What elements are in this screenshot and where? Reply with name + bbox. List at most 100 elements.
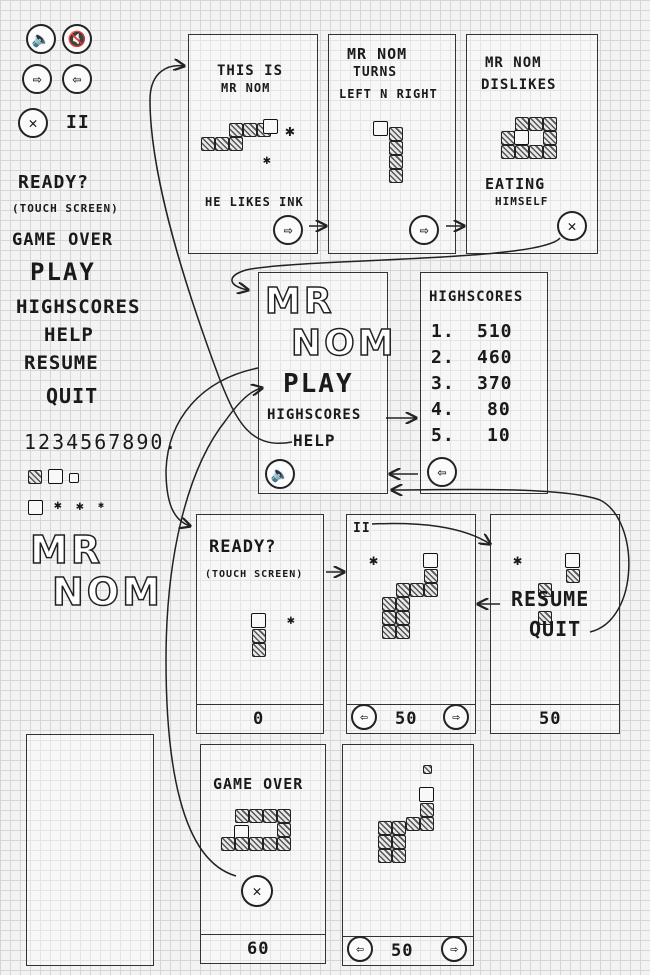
next-button[interactable]: ⇨ bbox=[273, 215, 303, 245]
snake-head bbox=[565, 553, 580, 568]
sound-off-icon: 🔇 bbox=[62, 24, 92, 54]
snake-tile bbox=[420, 817, 434, 831]
help1-line1: THIS IS bbox=[217, 63, 283, 79]
snake-tile bbox=[378, 849, 392, 863]
snake-tile bbox=[501, 131, 515, 145]
asset-text-resume: RESUME bbox=[24, 352, 99, 374]
snake-tile bbox=[392, 835, 406, 849]
snake-tile bbox=[249, 809, 263, 823]
snake-head bbox=[263, 119, 278, 134]
highscore-value: 460 bbox=[477, 347, 513, 368]
snake-tile bbox=[221, 837, 235, 851]
ready-title: READY? bbox=[209, 537, 276, 557]
highscores-title: HIGHSCORES bbox=[429, 289, 523, 305]
snake-tile bbox=[389, 169, 403, 183]
snake-tile bbox=[515, 117, 529, 131]
score-value: 60 bbox=[247, 939, 269, 959]
snake-tile bbox=[389, 127, 403, 141]
snake-tile bbox=[529, 117, 543, 131]
asset-digits: 1234567890. bbox=[24, 430, 178, 454]
help2-line1: MR NOM bbox=[347, 45, 407, 63]
snake-tile bbox=[263, 809, 277, 823]
help-screen-2: MR NOM TURNS LEFT N RIGHT ⇨ bbox=[328, 34, 456, 254]
help2-line3: LEFT N RIGHT bbox=[339, 87, 438, 101]
menu-highscores-button[interactable]: HIGHSCORES bbox=[267, 407, 361, 423]
ink-stain-icon: ✱ bbox=[263, 153, 271, 168]
menu-help-button[interactable]: HELP bbox=[293, 431, 336, 450]
snake-tile bbox=[566, 569, 580, 583]
snake-tile bbox=[406, 817, 420, 831]
snake-tile bbox=[396, 583, 410, 597]
highscores-screen: HIGHSCORES 1. 510 2. 460 3. 370 4. 80 5.… bbox=[420, 272, 548, 494]
asset-text-game-over: GAME OVER bbox=[12, 230, 113, 250]
ink-drop bbox=[423, 765, 432, 774]
asset-snake-head-up bbox=[28, 500, 43, 515]
snake-head bbox=[373, 121, 388, 136]
help1-line2: MR NOM bbox=[221, 81, 270, 95]
highscore-value: 370 bbox=[477, 373, 513, 394]
snake-tile bbox=[243, 123, 257, 137]
snake-head bbox=[514, 130, 529, 145]
turn-left-button[interactable]: ⇦ bbox=[351, 704, 377, 730]
turn-left-button[interactable]: ⇦ bbox=[347, 936, 373, 962]
pause-button[interactable]: II bbox=[353, 521, 371, 536]
highscore-value: 510 bbox=[477, 321, 513, 342]
score-value: 50 bbox=[391, 941, 413, 961]
snake-tile bbox=[392, 821, 406, 835]
asset-text-highscores: HIGHSCORES bbox=[16, 296, 140, 318]
score-value: 50 bbox=[539, 709, 561, 729]
next-button[interactable]: ⇨ bbox=[409, 215, 439, 245]
ink-stain-icon: ✱ bbox=[513, 551, 522, 569]
score-bar: ⇦ 50 ⇨ bbox=[347, 704, 475, 733]
highscore-value: 80 bbox=[487, 399, 511, 420]
menu-logo-line2: NOM bbox=[291, 323, 397, 364]
help1-caption: HE LIKES INK bbox=[205, 195, 304, 209]
ready-subtitle: (TOUCH SCREEN) bbox=[205, 569, 303, 580]
snake-tile bbox=[396, 611, 410, 625]
help3-line1: MR NOM bbox=[485, 55, 542, 71]
ink-stain-icon: ✱ bbox=[369, 551, 378, 569]
pause-icon: II bbox=[66, 112, 90, 133]
snake-tile bbox=[215, 137, 229, 151]
ink-stain-icon: ✱ bbox=[98, 500, 104, 511]
close-button[interactable]: ✕ bbox=[557, 211, 587, 241]
snake-tile bbox=[277, 823, 291, 837]
snake-tile bbox=[543, 131, 557, 145]
sound-on-icon: 🔈 bbox=[26, 24, 56, 54]
ink-stain-icon: ✱ bbox=[285, 121, 295, 140]
score-bar: 50 bbox=[491, 704, 619, 733]
close-icon: ✕ bbox=[18, 108, 48, 138]
running-screen: II ✱ ⇦ 50 ⇨ bbox=[346, 514, 476, 734]
snake-tile bbox=[543, 117, 557, 131]
highscore-rank: 4. bbox=[431, 399, 455, 420]
snake-tile bbox=[382, 625, 396, 639]
snake-tile bbox=[424, 583, 438, 597]
arrow-play-to-ready bbox=[166, 368, 258, 526]
menu-play-button[interactable]: PLAY bbox=[283, 369, 354, 399]
score-value: 50 bbox=[395, 709, 417, 729]
paused-screen: ✱ RESUME QUIT 50 bbox=[490, 514, 620, 734]
snake-tile bbox=[277, 809, 291, 823]
snake-tile bbox=[382, 611, 396, 625]
snake-tile bbox=[277, 837, 291, 851]
snake-tile bbox=[501, 145, 515, 159]
sound-toggle-button[interactable]: 🔈 bbox=[265, 459, 295, 489]
back-button[interactable]: ⇦ bbox=[427, 457, 457, 487]
help-screen-1: THIS IS MR NOM ✱ ✱ HE LIKES INK ⇨ bbox=[188, 34, 318, 254]
quit-button[interactable]: QUIT bbox=[529, 617, 581, 641]
asset-text-help: HELP bbox=[44, 324, 94, 346]
snake-tile bbox=[389, 141, 403, 155]
turn-right-button[interactable]: ⇨ bbox=[443, 704, 469, 730]
snake-tile bbox=[252, 643, 266, 657]
ready-screen: READY? (TOUCH SCREEN) ✱ 0 bbox=[196, 514, 324, 734]
close-button[interactable]: ✕ bbox=[241, 875, 273, 907]
asset-text-play: PLAY bbox=[30, 258, 96, 286]
running-screen-2: ⇦ 50 ⇨ bbox=[342, 744, 474, 966]
turn-right-button[interactable]: ⇨ bbox=[441, 936, 467, 962]
highscore-value: 10 bbox=[487, 425, 511, 446]
snake-tile bbox=[410, 583, 424, 597]
snake-tile bbox=[201, 137, 215, 151]
snake-tile bbox=[378, 821, 392, 835]
highscore-rank: 2. bbox=[431, 347, 455, 368]
resume-button[interactable]: RESUME bbox=[511, 587, 589, 611]
